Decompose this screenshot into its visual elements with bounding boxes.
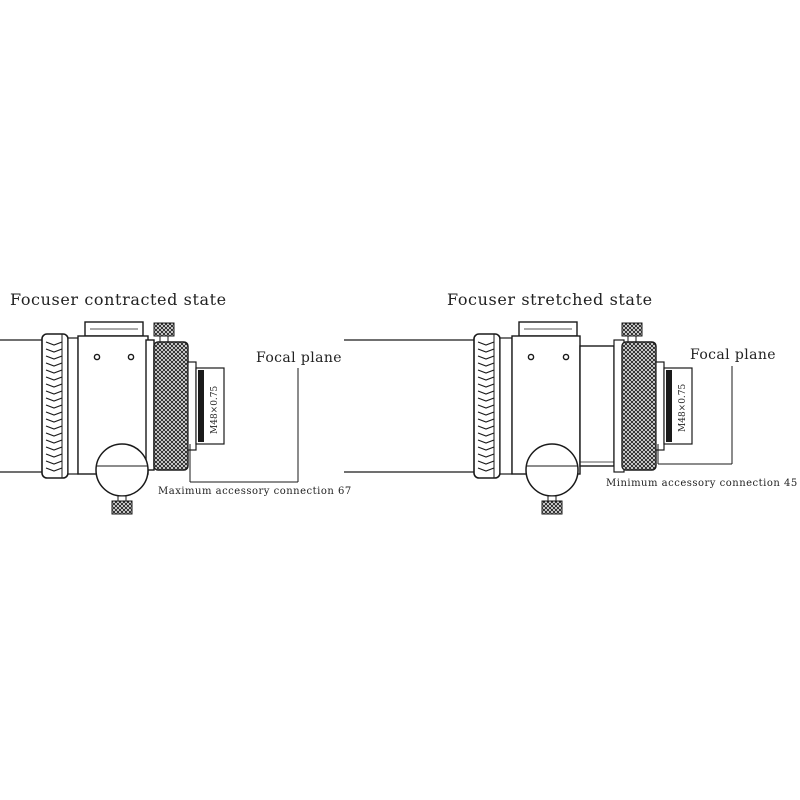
ribbed-ring-right: [473, 333, 513, 479]
connection-label-right: Minimum accessory connection 45: [606, 478, 798, 489]
ring-rib: [477, 404, 495, 409]
top-lock-knob-left: [153, 322, 175, 343]
ring-rib: [45, 404, 63, 409]
ring-rib: [45, 432, 63, 437]
ring-rib: [477, 460, 495, 465]
ring-rib: [45, 425, 63, 430]
ring-rib: [477, 355, 495, 360]
contracted-state-group: Focuser contracted state: [0, 290, 352, 515]
ring-rib: [45, 369, 63, 374]
thread-label-right: M48×0.75: [678, 383, 688, 432]
ring-rib: [477, 341, 495, 346]
focal-plane-label-right: Focal plane: [690, 347, 776, 363]
ring-rib: [45, 341, 63, 346]
ring-rib: [477, 453, 495, 458]
ring-rib: [45, 418, 63, 423]
focus-knob-left: [95, 443, 149, 515]
ring-rib: [477, 383, 495, 388]
focal-plane-label-left: Focal plane: [256, 350, 342, 366]
knurled-ring-right: [613, 339, 657, 473]
thread-label-left: M48×0.75: [210, 385, 220, 434]
stretched-title: Focuser stretched state: [447, 290, 653, 309]
ring-rib: [45, 467, 63, 472]
ring-rib: [477, 376, 495, 381]
ring-rib: [45, 383, 63, 388]
ring-rib: [45, 362, 63, 367]
ring-rib: [477, 397, 495, 402]
ring-rib: [45, 376, 63, 381]
ring-rib: [477, 432, 495, 437]
ring-rib: [477, 390, 495, 395]
ring-rib: [477, 348, 495, 353]
ring-rib: [477, 446, 495, 451]
ring-rib: [45, 397, 63, 402]
ring-rib: [477, 418, 495, 423]
ring-rib: [477, 411, 495, 416]
ring-rib: [45, 355, 63, 360]
ring-rib: [477, 439, 495, 444]
focus-knob-right: [525, 443, 579, 515]
ring-rib: [45, 439, 63, 444]
ring-rib: [477, 425, 495, 430]
ring-rib: [45, 411, 63, 416]
ring-rib: [477, 369, 495, 374]
telescope-tube-right: [344, 339, 474, 473]
ring-rib: [477, 467, 495, 472]
ring-rib: [45, 453, 63, 458]
ring-rib: [45, 390, 63, 395]
top-lock-knob-right: [621, 322, 643, 343]
contracted-title: Focuser contracted state: [10, 290, 227, 309]
ring-rib: [45, 348, 63, 353]
ring-rib: [45, 446, 63, 451]
dimension-lines-left: [189, 368, 299, 483]
ring-rib: [45, 460, 63, 465]
knurled-ring-left: [153, 341, 189, 471]
dimension-lines-right: [657, 366, 733, 465]
telescope-tube-left: [0, 339, 42, 473]
ring-rib: [477, 362, 495, 367]
m48-adapter-left: M48×0.75: [187, 361, 225, 451]
m48-adapter-right: M48×0.75: [655, 361, 693, 451]
connection-label-left: Maximum accessory connection 67: [158, 486, 352, 497]
stretched-state-group: Focuser stretched state: [344, 290, 798, 515]
ribbed-ring-left: [41, 333, 79, 479]
